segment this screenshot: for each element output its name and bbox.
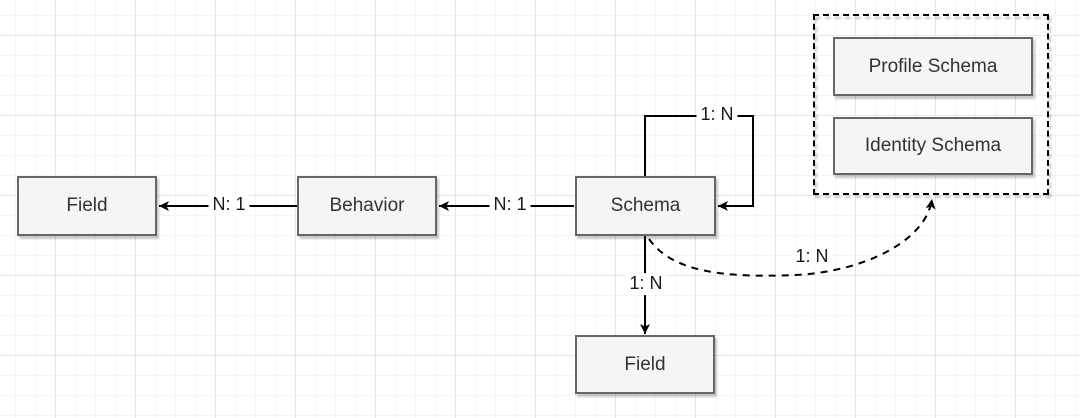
- node-field-left[interactable]: Field: [17, 176, 157, 236]
- edge-schema-self-loop[interactable]: [644, 115, 754, 211]
- node-identity-schema[interactable]: Identity Schema: [833, 117, 1033, 175]
- node-schema[interactable]: Schema: [575, 176, 716, 236]
- node-label: Field: [66, 195, 108, 216]
- edge-label-schema-to-group: 1: N: [791, 246, 833, 268]
- edge-label-behavior-to-field: N: 1: [208, 194, 250, 216]
- edge-label-schema-to-behavior: N: 1: [489, 194, 531, 216]
- node-label: Behavior: [329, 195, 405, 216]
- edge-label-schema-to-field-bottom: 1: N: [625, 273, 667, 295]
- node-label: Identity Schema: [864, 135, 1002, 156]
- schema-types-group-container[interactable]: [813, 14, 1049, 195]
- node-label: Schema: [610, 195, 681, 216]
- node-field-bottom[interactable]: Field: [575, 335, 715, 394]
- node-behavior[interactable]: Behavior: [297, 176, 437, 236]
- node-label: Field: [624, 353, 666, 375]
- edge-schema-to-group[interactable]: [648, 198, 936, 277]
- edge-label-schema-self-loop: 1: N: [696, 104, 738, 126]
- node-profile-schema[interactable]: Profile Schema: [833, 37, 1033, 96]
- node-label: Profile Schema: [868, 55, 998, 77]
